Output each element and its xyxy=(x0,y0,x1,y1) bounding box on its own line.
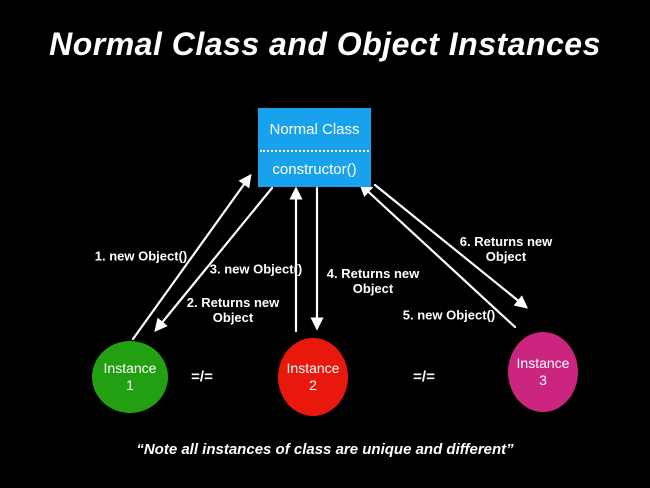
arrow-2-returns-new-object xyxy=(154,186,274,333)
instance-3-number: 3 xyxy=(539,372,547,388)
class-name-label: Normal Class xyxy=(269,120,360,138)
arrow-6-returns-new-object xyxy=(373,183,529,309)
arrow-label-5: 5. new Object() xyxy=(402,307,496,323)
class-box: Normal Class constructor() xyxy=(258,108,371,187)
constructor-label: constructor() xyxy=(272,161,357,178)
footnote-quote: “Note all instances of class are unique … xyxy=(136,441,514,458)
instance-1-number: 1 xyxy=(126,377,134,393)
arrow-label-4: 4. Returns new Object xyxy=(326,266,420,296)
not-equal-symbol-2: =/= xyxy=(413,368,435,386)
instance-3: Instance 3 xyxy=(508,332,578,412)
instance-1: Instance 1 xyxy=(92,341,168,413)
arrow-label-6: 6. Returns new Object xyxy=(459,234,553,264)
arrow-label-1: 1. new Object() xyxy=(94,248,188,264)
page-title: Normal Class and Object Instances xyxy=(49,26,601,62)
instance-2: Instance 2 xyxy=(278,338,348,416)
not-equal-symbol-1: =/= xyxy=(191,368,213,386)
arrow-1-new-object xyxy=(131,173,252,341)
instance-2-label: Instance xyxy=(286,360,340,376)
instance-1-label: Instance xyxy=(103,360,157,376)
class-divider xyxy=(260,150,369,152)
arrow-label-2: 2. Returns new Object xyxy=(186,295,280,325)
arrow-5-new-object xyxy=(359,183,517,329)
instance-2-number: 2 xyxy=(309,377,317,393)
arrow-label-3: 3. new Object() xyxy=(209,261,303,277)
instance-3-label: Instance xyxy=(516,355,570,371)
